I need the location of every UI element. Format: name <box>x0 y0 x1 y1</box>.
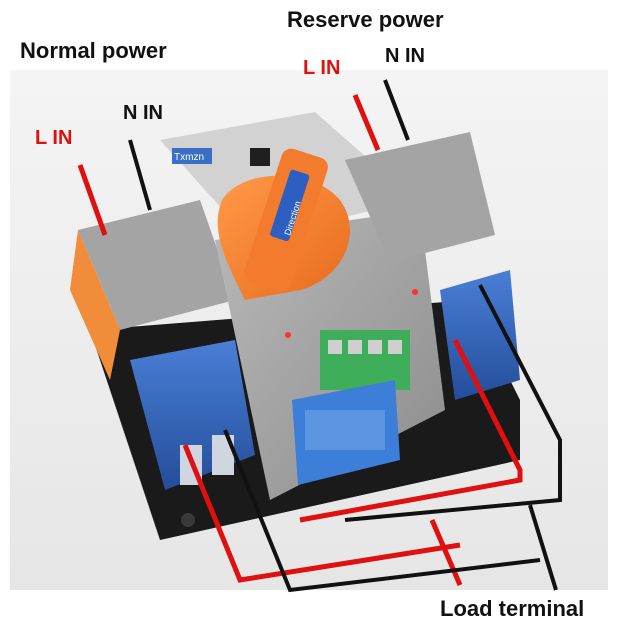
load-live-wire-right <box>299 338 523 523</box>
connector-terminal <box>328 340 342 354</box>
led-indicator <box>285 332 291 338</box>
reserve-neutral-wire <box>383 79 410 141</box>
normal-n-in-label: N IN <box>123 102 163 124</box>
connector-terminal <box>388 340 402 354</box>
load-live-wire-left <box>182 444 461 583</box>
reserve-power-label: Reserve power <box>287 7 444 32</box>
normal-live-wire <box>77 164 108 236</box>
brand-badge <box>172 148 212 164</box>
load-neutral-wire-right <box>344 284 562 522</box>
brand-text: Txmzn <box>174 152 204 163</box>
load-live-wire-drop <box>429 519 463 586</box>
right-module-body <box>345 132 495 262</box>
led-indicator <box>412 289 418 295</box>
green-connector <box>320 330 410 390</box>
load-neutral-wire-left <box>223 429 541 593</box>
load-neutral-wire-drop <box>528 504 558 591</box>
reserve-l-in-label: L IN <box>303 57 341 79</box>
reserve-live-wire <box>352 94 381 151</box>
rocker-switch <box>250 148 270 166</box>
right-terminal-block <box>440 270 520 400</box>
load-terminal-label: Load terminal <box>440 596 585 621</box>
left-terminal-screw <box>212 435 234 475</box>
reserve-n-in-label: N IN <box>385 45 425 67</box>
connector-terminal <box>368 340 382 354</box>
mount-hole <box>181 513 195 527</box>
normal-l-in-label: L IN <box>35 127 73 149</box>
direction-label-plate <box>270 169 310 242</box>
connector-terminal <box>348 340 362 354</box>
sticker-text-lines <box>305 410 385 450</box>
normal-power-label: Normal power <box>20 38 167 63</box>
left-module-front <box>70 230 120 380</box>
normal-neutral-wire <box>128 139 152 211</box>
left-module-body <box>78 200 235 330</box>
